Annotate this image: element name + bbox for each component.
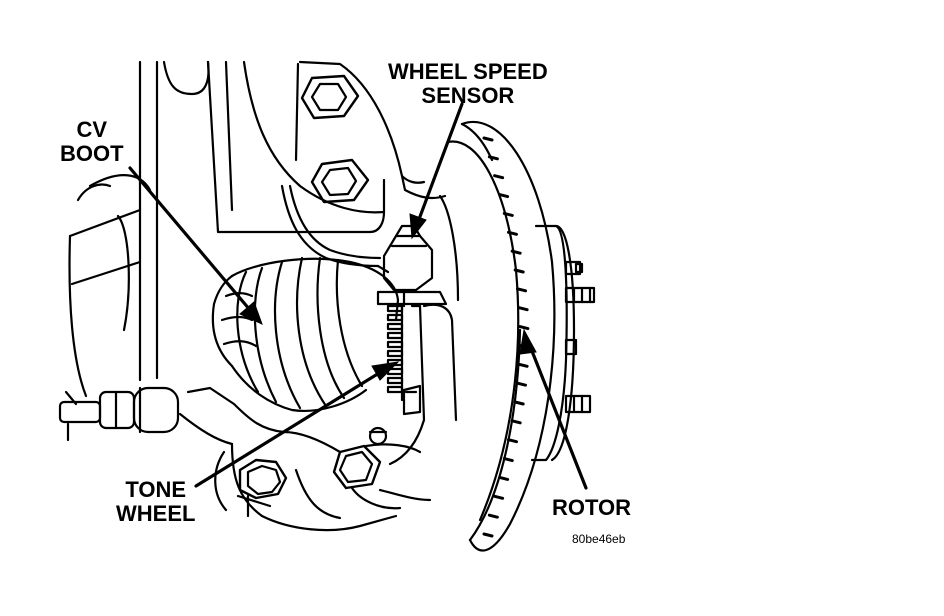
rotor-vent-slot (502, 211, 514, 217)
lower-control-arm (178, 386, 432, 532)
cv-boot-arrowhead (239, 301, 263, 325)
rotor-vent-slot (517, 306, 529, 312)
tone-wheel-tooth (386, 376, 404, 385)
cv-boot-leader (128, 166, 252, 312)
tone-wheel-tooth (386, 349, 404, 358)
tone-wheel-tooth (386, 304, 404, 313)
tone-wheel-label: TONE WHEEL (116, 477, 196, 526)
wheel-speed-sensor-label: WHEEL SPEED SENSOR (388, 59, 548, 108)
rotor-vent-slot (482, 136, 494, 142)
cv-boot (211, 256, 400, 412)
rotor-label: ROTOR (552, 495, 632, 520)
rotor-arrowhead (519, 328, 537, 355)
rotor-vent-slot (516, 381, 528, 387)
tone-wheel-tooth (386, 385, 404, 394)
wheel-speed-sensor-arrowhead (409, 213, 427, 240)
rotor-vent-slot (506, 438, 518, 444)
arrowheads (239, 213, 537, 381)
figure-code: 80be46eb (572, 532, 626, 546)
tone-wheel-tooth (386, 322, 404, 331)
rotor-vent-slot (493, 174, 505, 180)
wheel-speed-sensor-leader (416, 102, 464, 224)
cv-boot-label: CV BOOT (60, 117, 124, 166)
rotor-vent-slot (482, 532, 494, 538)
rotor-vent-slot (487, 155, 499, 161)
tone-wheel-tooth (386, 313, 404, 322)
rotor-vent-slot (487, 513, 499, 519)
rotor-vent-slot (506, 230, 518, 236)
rotor-vent-slot (513, 268, 525, 274)
wheel-studs (564, 260, 596, 414)
rotor-vent-slot (498, 475, 510, 481)
tone-wheel-leader (194, 368, 386, 488)
rotor-vents (482, 136, 530, 538)
rotor-vent-slot (518, 325, 530, 331)
brake-rotor (446, 121, 576, 552)
rotor-vent-slot (517, 362, 529, 368)
tone-wheel-tooth (386, 331, 404, 340)
rotor-vent-slot (493, 494, 505, 500)
rotor-vent-slot (510, 419, 522, 425)
rotor-leader (528, 344, 588, 490)
rotor-vent-slot (498, 193, 510, 199)
tone-wheel (386, 302, 404, 402)
rotor-vent-slot (516, 287, 528, 293)
rotor-vent-slot (513, 400, 525, 406)
steering-knuckle-upper (138, 60, 447, 382)
rotor-vent-slot (510, 249, 522, 255)
leader-lines (128, 102, 588, 490)
tone-wheel-arrowhead (371, 361, 400, 381)
tone-wheel-tooth (386, 340, 404, 349)
rotor-vent-slot (502, 457, 514, 463)
knuckle-bracket (332, 194, 460, 510)
left-frame (64, 174, 152, 406)
stabilizer-link (58, 386, 180, 442)
